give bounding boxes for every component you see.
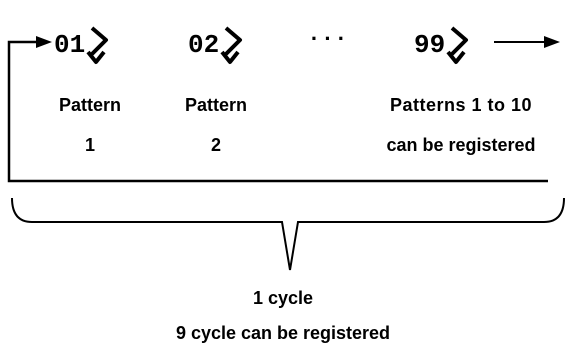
- patterns-range-label: Patterns 1 to 10: [389, 95, 533, 115]
- cycle-label: 1 cycle: [252, 288, 314, 308]
- pattern-1-number: 1: [84, 135, 95, 155]
- patterns-registered-label: can be registered: [386, 135, 536, 155]
- step-symbol-02: 02: [188, 26, 242, 64]
- cycle-brace: [11, 197, 565, 271]
- step-symbol-99: 99: [414, 26, 468, 64]
- return-flow-line: [7, 40, 548, 183]
- pattern-2-number: 2: [210, 135, 221, 155]
- step-number-01: 01: [54, 30, 85, 60]
- step-number-99: 99: [414, 30, 445, 60]
- step-chevron-02: [220, 26, 242, 64]
- return-flow-arrowhead: [36, 36, 52, 48]
- continue-flow-arrowhead: [544, 36, 560, 48]
- pattern-1-label: Pattern: [58, 95, 121, 115]
- step-number-02: 02: [188, 30, 219, 60]
- pattern-2-label: Pattern: [184, 95, 247, 115]
- step-symbol-01: 01: [54, 26, 108, 64]
- ellipsis: · · ·: [311, 26, 345, 51]
- step-chevron-99: [446, 26, 468, 64]
- step-chevron-01: [86, 26, 108, 64]
- cycle-note: 9 cycle can be registered: [175, 323, 391, 343]
